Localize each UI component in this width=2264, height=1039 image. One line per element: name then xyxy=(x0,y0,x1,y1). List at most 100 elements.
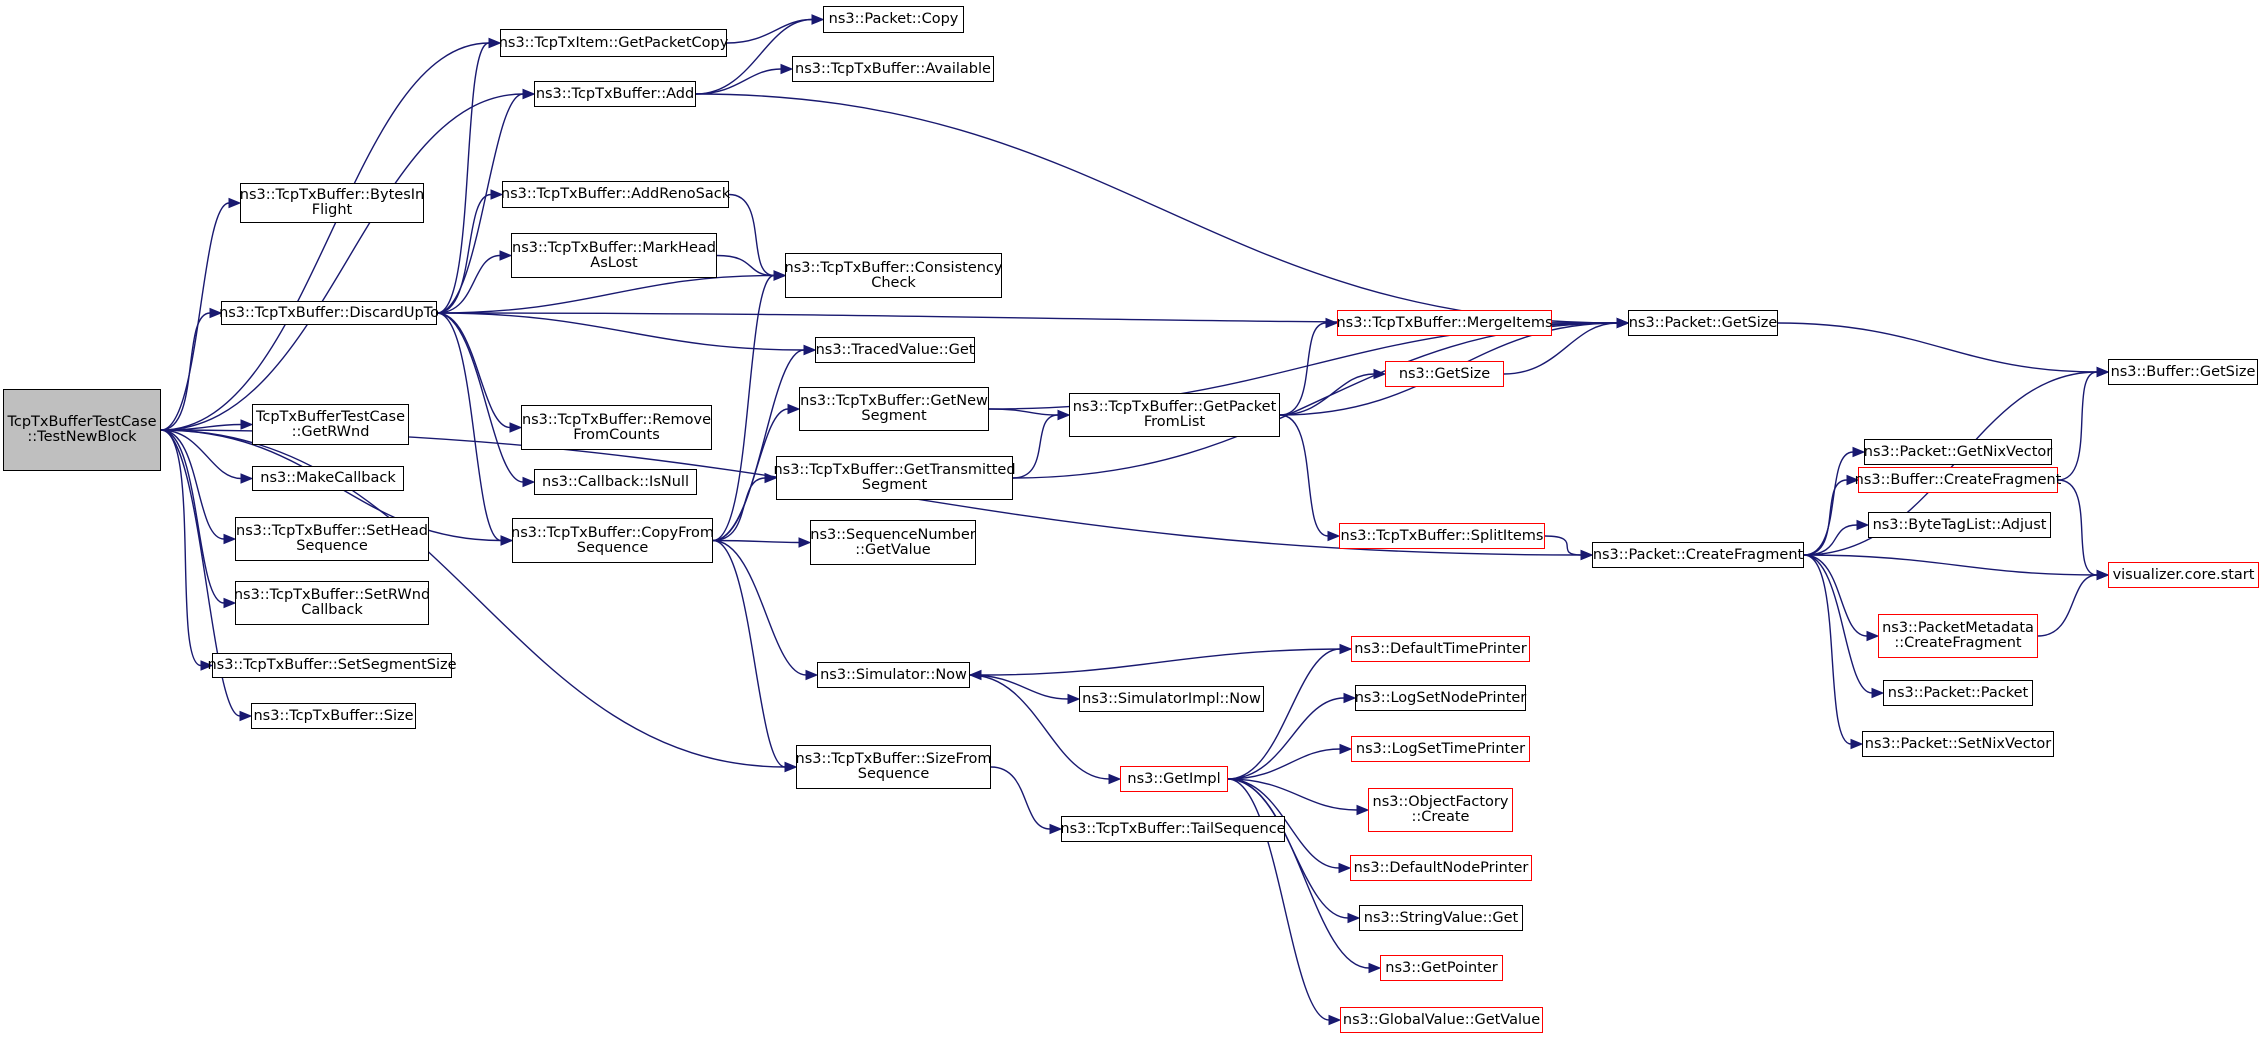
arrowhead-simnow-to-simimplnow xyxy=(1067,693,1081,705)
node-tracedget[interactable]: ns3::TracedValue::Get xyxy=(815,337,975,363)
edge-copyfromseq-to-getnewseg xyxy=(712,408,789,542)
arrowhead-discardupto-to-add xyxy=(522,88,536,100)
node-vizstart[interactable]: visualizer.core.start xyxy=(2108,562,2259,588)
arrowhead-defaulttimeprinter-to-simnow xyxy=(968,669,982,681)
arrowhead-discardupto-to-addrenosack xyxy=(490,189,504,200)
node-getrwnd[interactable]: TcpTxBufferTestCase ::GetRWnd xyxy=(252,404,409,445)
node-addrenosack[interactable]: ns3::TcpTxBuffer::AddRenoSack xyxy=(501,181,730,208)
node-tailseq[interactable]: ns3::TcpTxBuffer::TailSequence xyxy=(1060,816,1286,842)
node-getnewseg[interactable]: ns3::TcpTxBuffer::GetNew Segment xyxy=(799,387,989,431)
arrowhead-packetcreatefrag-to-setnixvector xyxy=(1850,738,1864,750)
node-getpacketcopy[interactable]: ns3::TcpTxItem::GetPacketCopy xyxy=(499,29,728,57)
edge-copyfromseq-to-gettransseg xyxy=(712,477,766,542)
arrowhead-getpacketfromlist-to-getsize3 xyxy=(1373,368,1387,380)
edge-buffercreatefrag-to-buffergetsize xyxy=(2057,371,2098,481)
node-setnixvector[interactable]: ns3::Packet::SetNixVector xyxy=(1862,731,2054,757)
edge-root-to-setsegsize xyxy=(160,429,202,667)
node-stringvalueget[interactable]: ns3::StringValue::Get xyxy=(1359,905,1523,931)
node-splititems[interactable]: ns3::TcpTxBuffer::SplitItems xyxy=(1339,523,1545,549)
edge-copyfromseq-to-tracedget xyxy=(712,349,805,542)
arrowhead-copyfromseq-to-sizefromseq xyxy=(784,761,798,773)
node-globalvalueget[interactable]: ns3::GlobalValue::GetValue xyxy=(1340,1007,1543,1033)
arrowhead-getimpl-to-globalvalueget xyxy=(1328,1014,1342,1026)
node-markhead[interactable]: ns3::TcpTxBuffer::MarkHead AsLost xyxy=(511,233,717,278)
node-seqgetvalue[interactable]: ns3::SequenceNumber ::GetValue xyxy=(810,520,976,565)
edge-gettransseg-to-getpacketfromlist xyxy=(1012,414,1059,479)
node-logsetnodeprinter[interactable]: ns3::LogSetNodePrinter xyxy=(1355,685,1526,711)
arrowhead-discardupto-to-isnull xyxy=(522,476,536,488)
arrowhead-discardupto-to-copyfromseq xyxy=(500,535,514,546)
node-packetgetsize[interactable]: ns3::Packet::GetSize xyxy=(1628,310,1778,336)
node-setsegsize[interactable]: ns3::TcpTxBuffer::SetSegmentSize xyxy=(207,653,457,678)
node-add[interactable]: ns3::TcpTxBuffer::Add xyxy=(534,81,696,107)
node-buffergetsize[interactable]: ns3::Buffer::GetSize xyxy=(2108,359,2258,385)
edge-getimpl-to-defaultnodeprinter xyxy=(1227,778,1340,869)
edge-splititems-to-packetcreatefrag xyxy=(1544,535,1582,556)
arrowhead-packetcreatefrag-to-getnixvector xyxy=(1852,446,1866,458)
node-buffercreatefrag[interactable]: ns3::Buffer::CreateFragment xyxy=(1855,467,2061,493)
edge-discardupto-to-copyfromseq xyxy=(436,312,502,542)
edge-packetcreatefrag-to-packetpacket xyxy=(1803,554,1873,694)
edge-root-to-size xyxy=(160,429,241,717)
edge-discardupto-to-tracedget xyxy=(436,312,805,351)
node-packetcreatefrag[interactable]: ns3::Packet::CreateFragment xyxy=(1592,542,1804,568)
node-sizefromseq[interactable]: ns3::TcpTxBuffer::SizeFrom Sequence xyxy=(796,745,991,789)
arrowhead-getsize3-to-packetgetsize xyxy=(1616,317,1630,329)
node-getpointer[interactable]: ns3::GetPointer xyxy=(1380,955,1503,981)
node-objfactcreate[interactable]: ns3::ObjectFactory ::Create xyxy=(1368,788,1513,832)
node-setrwndcb[interactable]: ns3::TcpTxBuffer::SetRWnd Callback xyxy=(234,581,430,625)
node-available[interactable]: ns3::TcpTxBuffer::Available xyxy=(792,56,994,82)
edge-getsize3-to-packetgetsize xyxy=(1503,322,1618,375)
node-copyfromseq[interactable]: ns3::TcpTxBuffer::CopyFrom Sequence xyxy=(511,518,714,563)
node-getsize3[interactable]: ns3::GetSize xyxy=(1385,361,1504,387)
arrowhead-discardupto-to-markhead xyxy=(499,250,513,261)
node-isnull[interactable]: ns3::Callback::IsNull xyxy=(534,469,697,495)
node-defaultnodeprinter[interactable]: ns3::DefaultNodePrinter xyxy=(1350,855,1532,881)
node-packetpacket[interactable]: ns3::Packet::Packet xyxy=(1883,680,2033,706)
node-getimpl[interactable]: ns3::GetImpl xyxy=(1120,766,1228,792)
edge-root-to-discardupto xyxy=(160,312,211,431)
edge-copyfromseq-to-sizefromseq xyxy=(712,539,786,768)
node-simimplnow[interactable]: ns3::SimulatorImpl::Now xyxy=(1079,686,1264,712)
edge-discardupto-to-getpacketcopy xyxy=(436,42,490,314)
edge-packetcreatefrag-to-metacreatefrag xyxy=(1803,554,1868,637)
edge-root-to-makecallback xyxy=(160,429,242,480)
node-size[interactable]: ns3::TcpTxBuffer::Size xyxy=(251,703,416,729)
edge-root-to-getpacketcopy xyxy=(160,42,490,431)
edge-copyfromseq-to-consistency xyxy=(712,274,775,542)
edge-discardupto-to-removefromcounts xyxy=(436,312,511,429)
edge-root-to-setheadseq xyxy=(160,429,225,540)
node-metacreatefrag[interactable]: ns3::PacketMetadata ::CreateFragment xyxy=(1878,614,2038,658)
arrowhead-getimpl-to-objfactcreate xyxy=(1356,804,1370,816)
node-discardupto[interactable]: ns3::TcpTxBuffer::DiscardUpTo xyxy=(219,301,439,325)
node-makecallback[interactable]: ns3::MakeCallback xyxy=(252,466,404,491)
node-root[interactable]: TcpTxBufferTestCase ::TestNewBlock xyxy=(3,389,161,471)
edge-getpacketfromlist-to-splititems xyxy=(1279,414,1329,537)
arrowhead-copyfromseq-to-tracedget xyxy=(803,344,817,356)
arrowhead-root-to-getrwnd xyxy=(240,419,254,430)
node-defaulttimeprinter[interactable]: ns3::DefaultTimePrinter xyxy=(1351,636,1530,662)
node-gettransseg[interactable]: ns3::TcpTxBuffer::GetTransmitted Segment xyxy=(773,456,1016,500)
node-bytetagadjust[interactable]: ns3::ByteTagList::Adjust xyxy=(1868,512,2051,538)
edge-getimpl-to-stringvalueget xyxy=(1227,778,1349,919)
node-consistency[interactable]: ns3::TcpTxBuffer::Consistency Check xyxy=(785,253,1002,298)
edge-discardupto-to-isnull xyxy=(436,312,524,483)
edge-add-to-packetcopy xyxy=(695,18,813,95)
edge-packetcreatefrag-to-setnixvector xyxy=(1803,554,1852,745)
arrowhead-getpacketfromlist-to-mergeitems xyxy=(1325,317,1339,329)
node-mergeitems[interactable]: ns3::TcpTxBuffer::MergeItems xyxy=(1336,310,1553,336)
node-setheadseq[interactable]: ns3::TcpTxBuffer::SetHead Sequence xyxy=(235,517,429,561)
edge-copyfromseq-to-simnow xyxy=(712,539,807,676)
arrowhead-packetcreatefrag-to-bytetagadjust xyxy=(1856,519,1870,531)
node-getpacketfromlist[interactable]: ns3::TcpTxBuffer::GetPacket FromList xyxy=(1069,393,1280,437)
node-packetcopy[interactable]: ns3::Packet::Copy xyxy=(823,6,964,33)
node-removefromcounts[interactable]: ns3::TcpTxBuffer::Remove FromCounts xyxy=(521,405,712,450)
node-getnixvector[interactable]: ns3::Packet::GetNixVector xyxy=(1864,439,2052,465)
edge-discardupto-to-addrenosack xyxy=(436,193,492,314)
node-logsettimeprinter[interactable]: ns3::LogSetTimePrinter xyxy=(1351,736,1530,762)
node-bytesinflight[interactable]: ns3::TcpTxBuffer::BytesIn Flight xyxy=(240,183,424,223)
node-simnow[interactable]: ns3::Simulator::Now xyxy=(817,662,970,688)
arrowhead-root-to-bytesinflight xyxy=(228,197,242,209)
edge-discardupto-to-consistency xyxy=(436,274,775,314)
